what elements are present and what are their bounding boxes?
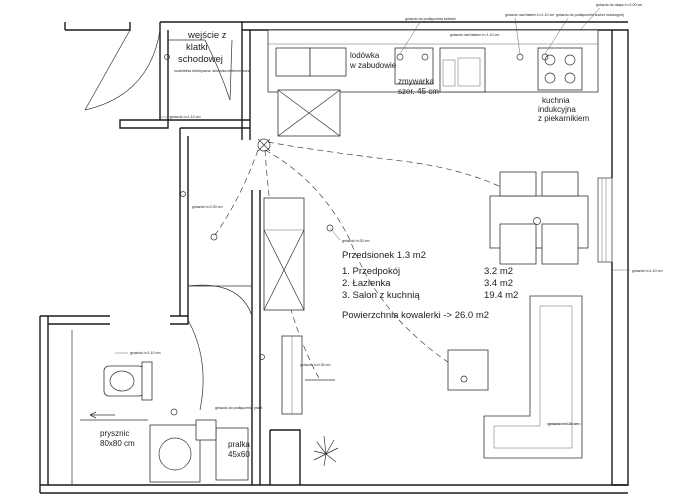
kitchen-label-1: kuchnia [542, 96, 570, 105]
room-2-area: 3.4 m2 [484, 278, 513, 289]
area-summary-title: Przedsionek 1.3 m2 [342, 250, 426, 261]
kitchen-label-2: indukcyjna [538, 105, 576, 114]
shower-label-1: prysznic [100, 429, 129, 438]
kitchen-label-3: z piekarnikiem [538, 114, 589, 123]
coffee-table [447, 349, 489, 391]
room-3-name: 3. Salon z kuchnią [342, 290, 420, 301]
kitchen-note-hood: gniazdo do okapu h=2.00 cm [596, 3, 642, 7]
note-outlet-washer: gniazdo do podłączenia pralki [215, 406, 263, 410]
dishwasher-label-2: szer. 45 cm [398, 87, 439, 96]
kitchen-counter [267, 29, 599, 93]
entry-direction-arrow [89, 379, 335, 419]
corner-sofa [483, 295, 583, 459]
kitchen-note-counter-1: gniazdo nad blatem h=1.10 cm [450, 33, 499, 37]
washer-label-1: pralka [228, 440, 250, 449]
note-outlet-hall-center: gniazdo h=30 cm [342, 239, 369, 243]
kitchen-note-fridge: gniazdo do podłączenia lodówki [405, 17, 456, 21]
entrance-label-3: schodowej [178, 54, 223, 65]
entrance-label-2: klatki [186, 42, 208, 53]
kitchen-note-counter-2: gniazdo nad blatem h=1.10 cm [505, 13, 554, 17]
room-1-area: 3.2 m2 [484, 266, 513, 277]
entry-panel-note: rozdzielnia elektryczna, skrzynka telete… [174, 69, 251, 73]
washer-label-2: 45x60 [228, 450, 250, 459]
entrance-label-1: wejście z [187, 30, 227, 41]
note-outlet-window: gniazdo h=1.10 cm [632, 269, 662, 273]
tv-stand [281, 335, 303, 415]
area-summary: Przedsionek 1.3 m2 1. Przedpokój 3.2 m2 … [342, 250, 518, 321]
dishwasher-label-1: zmywarka [398, 77, 435, 86]
note-outlet-livingroom: gniazdo h=0.30 cm [300, 363, 330, 367]
kitchen-note-hob: gniazdo do podłączenia kuchni indukcyjne… [556, 13, 624, 17]
note-outlet-bath: gniazdo h=1.10 cm [130, 351, 160, 355]
plant [313, 435, 339, 467]
total-area: Powierzchnia kowalerki -> 26.0 m2 [342, 310, 489, 321]
vestibule-door [168, 39, 233, 101]
annotation-leaders [115, 7, 630, 425]
bathroom-door [187, 284, 253, 411]
room-1-name: 1. Przedpokój [342, 266, 400, 277]
dining-table [489, 171, 589, 265]
entrance-door [84, 29, 161, 111]
tall-cabinet [277, 89, 341, 137]
apartment-walls [39, 21, 629, 494]
wardrobe [263, 197, 305, 311]
note-outlet-hall: gniazdo h=0.30 cm [192, 205, 222, 209]
room-labels: wejście z klatki schodowej lodówka w zab… [100, 30, 589, 459]
ceiling-lights [164, 54, 334, 416]
room-2-name: 2. Łazienka [342, 278, 391, 289]
note-outlet-entrance: gniazdo h=1.10 cm [170, 115, 200, 119]
window [597, 177, 613, 263]
room-3-area: 19.4 m2 [484, 290, 518, 301]
bathroom-fixtures [71, 330, 249, 485]
fridge-label-1: lodówka [350, 51, 380, 60]
shower-label-2: 80x80 cm [100, 439, 135, 448]
fridge-label-2: w zabudowie [349, 61, 397, 70]
fixture-annotations: gniazdo h=1.10 cm gniazdo h=0.30 cm gnia… [130, 3, 662, 426]
